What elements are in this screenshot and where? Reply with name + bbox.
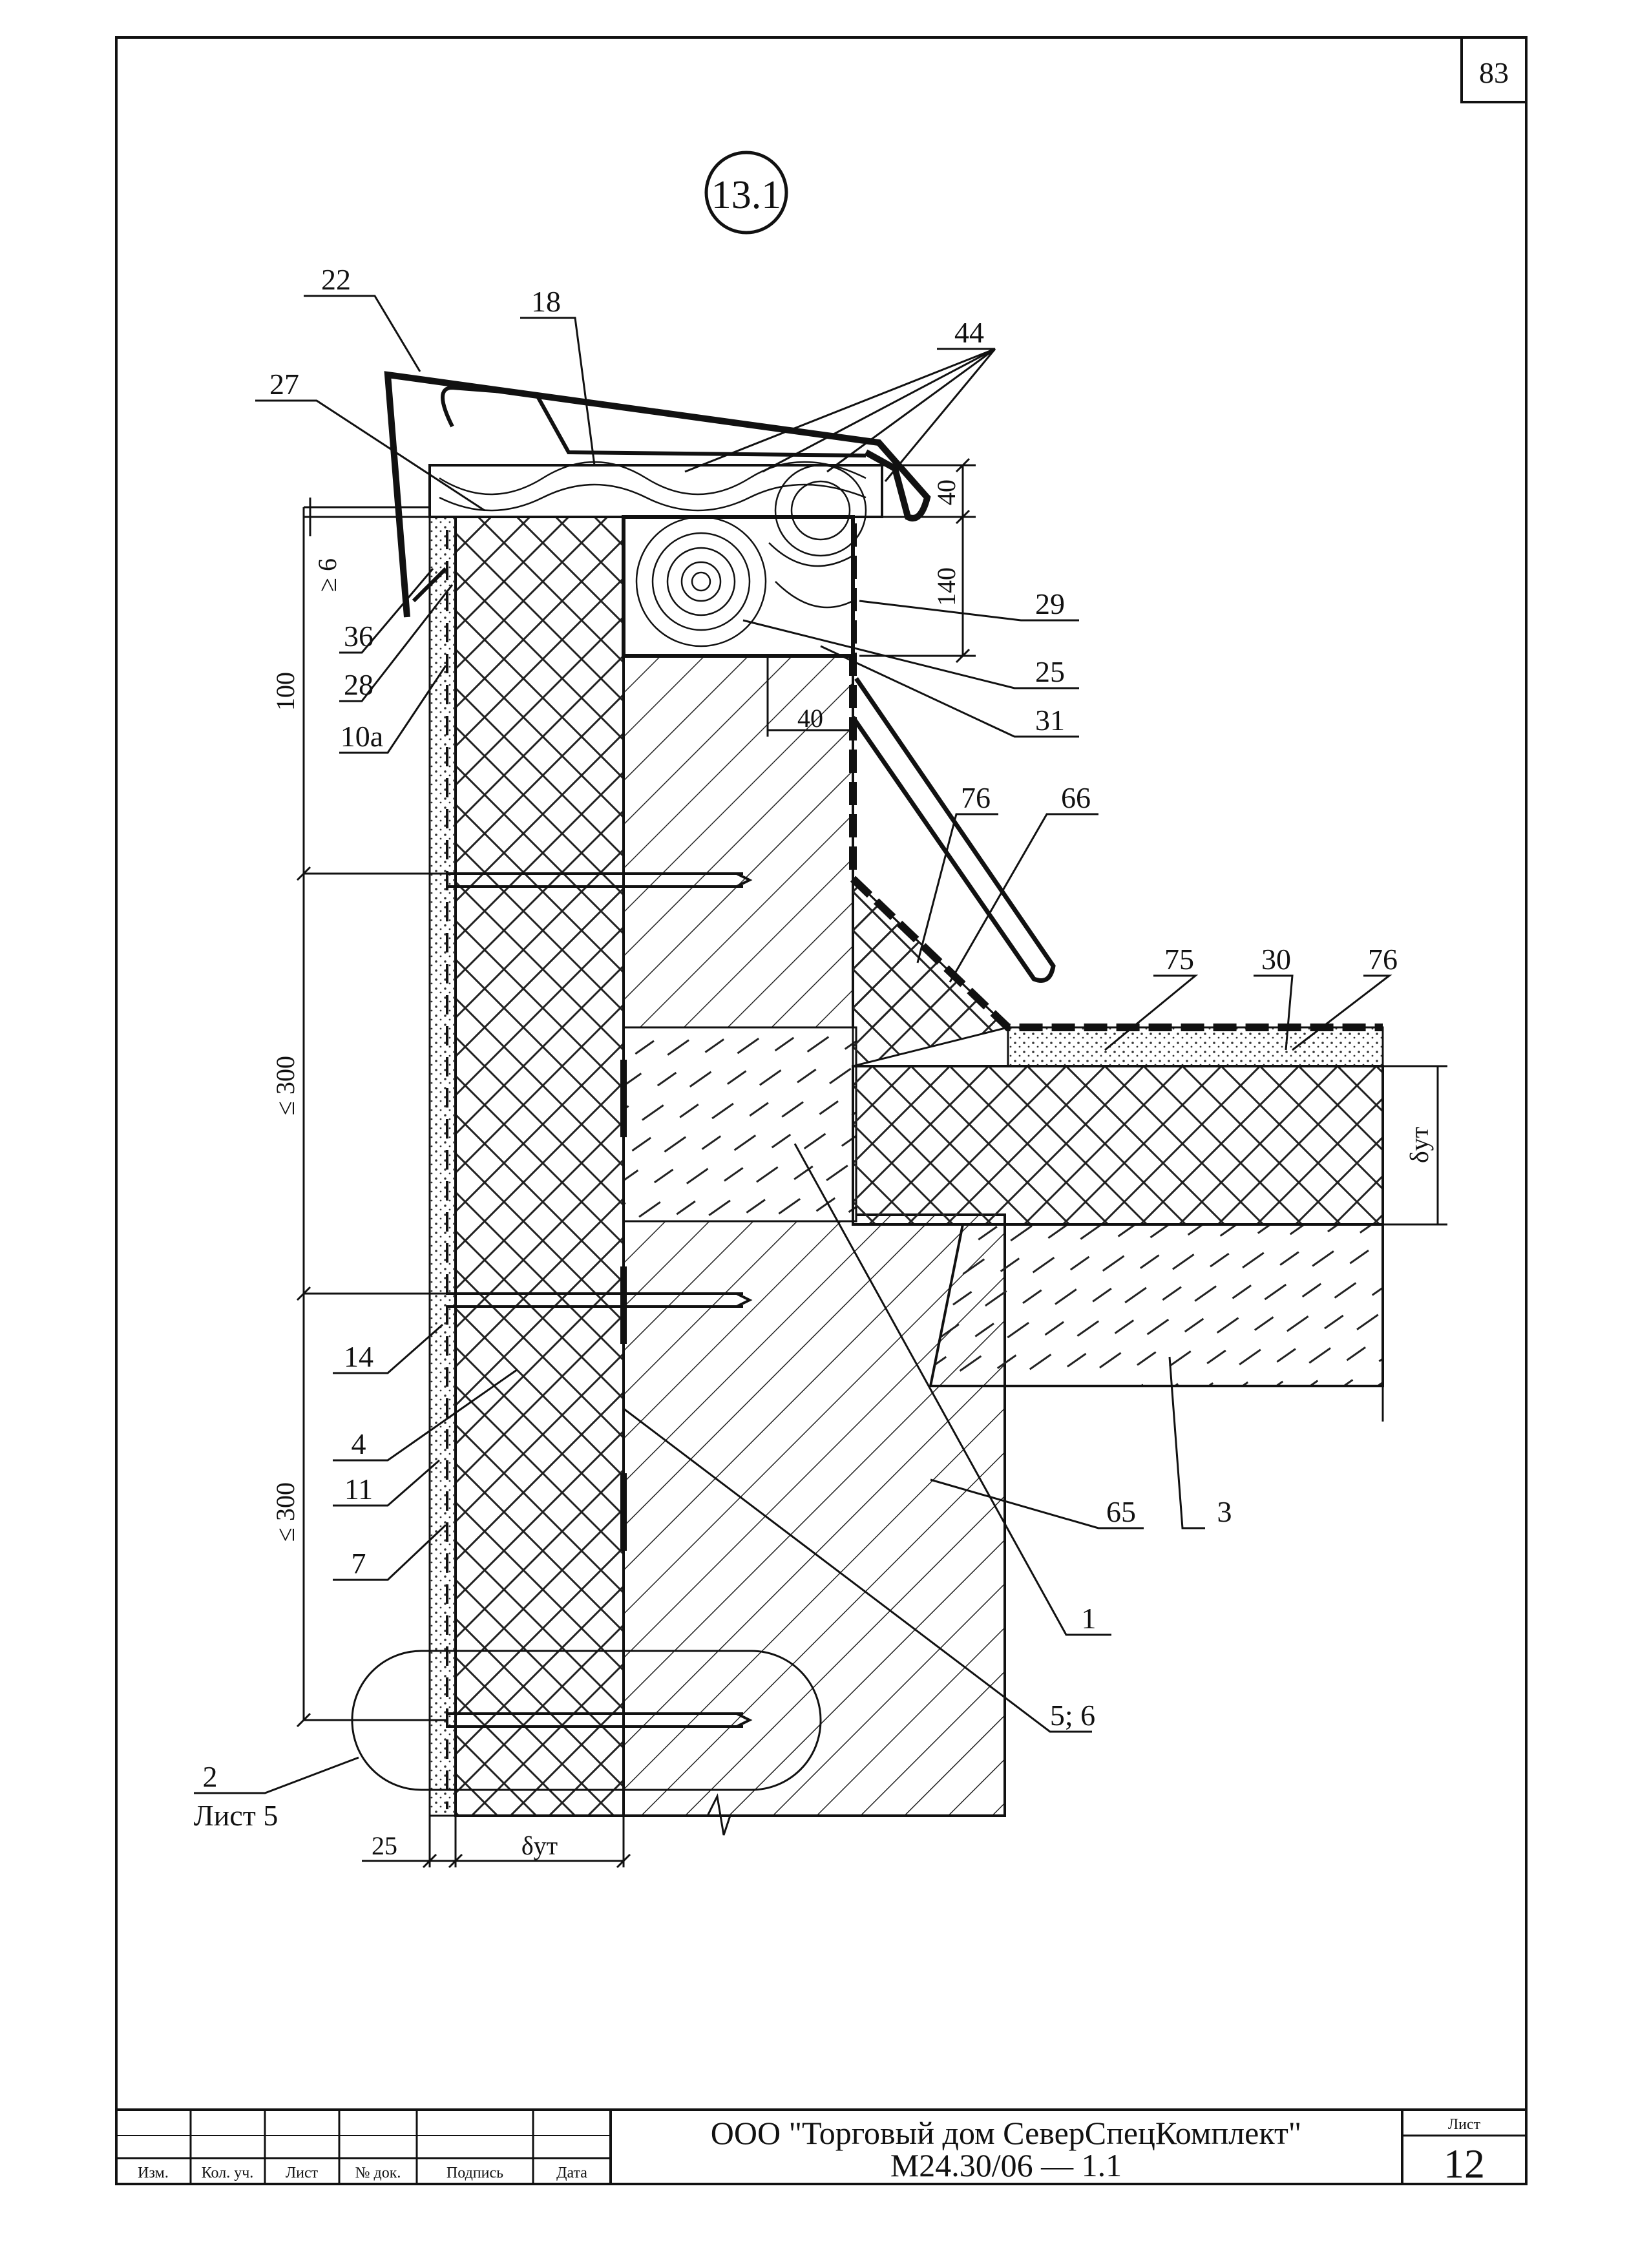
anchor-dowels [446,872,753,1728]
page-number-box [1460,36,1528,103]
label-11: 11 [344,1473,373,1506]
label-14: 14 [344,1340,373,1373]
label-7: 7 [352,1547,366,1580]
apron-flashing [851,677,1056,983]
label-44: 44 [954,316,984,349]
label-25: 25 [1035,655,1065,688]
label-29: 29 [1035,587,1065,620]
tb-sheet-number: 12 [1444,2141,1485,2187]
label-75: 75 [1164,943,1194,976]
label-65: 65 [1106,1495,1136,1528]
dim-insulation-thickness-bottom: δут [521,1831,558,1860]
facade-plaster [428,516,457,1817]
dimension-lines [296,457,1447,1869]
dim-40-top: 40 [932,479,961,505]
label-76-top: 76 [961,781,991,814]
main-wall [622,651,1006,1817]
label-1: 1 [1082,1602,1097,1635]
roof-screed [1007,1026,1384,1067]
label-5-6: 5; 6 [1050,1699,1095,1732]
timber-grain [635,464,867,647]
label-22: 22 [321,263,351,296]
label-66: 66 [1061,781,1091,814]
tb-header-date: Дата [556,2165,587,2181]
label-2: 2 [203,1760,218,1793]
label-31: 31 [1035,704,1065,737]
dim-140: 140 [932,567,961,606]
tb-doc-code: М24.30/06 — 1.1 [890,2147,1122,2183]
dim-insulation-thickness-right: δут [1405,1127,1434,1163]
detail-callout-circle [704,151,788,235]
facade-insulation [454,516,625,1817]
break-line [624,1793,1005,1836]
tb-header-doc: № док. [355,2165,401,2181]
tb-header-signature: Подпись [446,2165,503,2181]
label-4: 4 [352,1427,366,1460]
tb-header-izm: Изм. [138,2165,169,2181]
tb-header-kol-uch: Кол. уч. [202,2165,254,2181]
tb-header-list: Лист [286,2165,319,2181]
detail-id: 13.1 [711,173,782,217]
dim-min-6: ≥ 6 [313,558,342,592]
label-76-right: 76 [1368,943,1398,976]
label-28: 28 [344,668,373,701]
dim-max-300-a: ≤ 300 [271,1056,300,1115]
roof-membrane [850,876,1383,1031]
label-10a: 10а [341,720,383,753]
label-list5: Лист 5 [194,1799,278,1832]
page-number: 83 [1479,56,1509,89]
label-27: 27 [269,368,299,401]
label-30: 30 [1261,943,1291,976]
leader-lines [194,295,1392,1794]
dim-25: 25 [372,1831,397,1860]
label-36: 36 [344,620,373,653]
title-block: Изм. Кол. уч. Лист № док. Подпись Дата О… [115,2108,1528,2187]
dim-40-bottom: 40 [797,704,823,733]
tb-sheet-label: Лист [1448,2116,1481,2133]
dim-100: 100 [271,672,300,711]
dim-max-300-b: ≤ 300 [271,1482,300,1542]
flashing-clamp [441,385,867,457]
parapet-timber-top [428,464,883,518]
label-3: 3 [1217,1495,1232,1528]
tb-company: ООО "Торговый дом СеверСпецКомплект" [711,2115,1301,2151]
label-18: 18 [531,285,561,318]
dimension-labels: 40 140 40 ≥ 6 100 ≤ 300 ≤ 300 25 δут δут [271,479,1434,1860]
callout-labels: 22 18 44 27 29 25 31 36 28 10а 76 66 75 … [194,263,1398,1832]
